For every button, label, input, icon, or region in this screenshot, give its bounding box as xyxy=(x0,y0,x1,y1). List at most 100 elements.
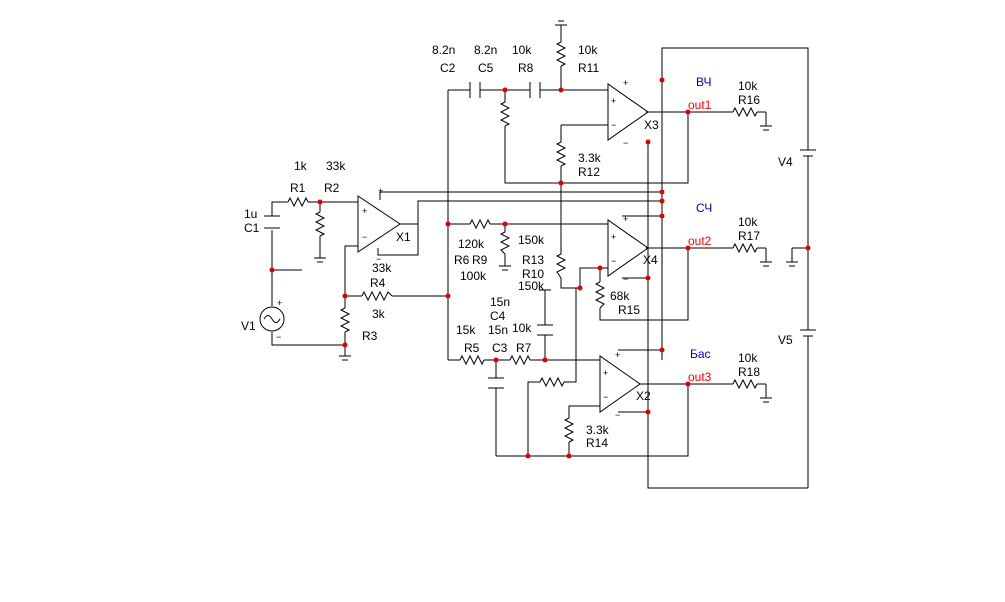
c1-value: 1u xyxy=(244,207,257,221)
capacitors xyxy=(264,82,553,389)
r18-body xyxy=(732,378,758,390)
r1-ref: R1 xyxy=(290,181,306,195)
v1-ref: V1 xyxy=(241,319,256,333)
r4-body xyxy=(361,290,393,302)
r12-value: 3.3k xyxy=(578,151,602,165)
r5-body xyxy=(459,354,485,366)
svg-text:−: − xyxy=(276,332,281,342)
r8-ref: R8 xyxy=(518,61,534,75)
c4-ref: C4 xyxy=(490,309,506,323)
r7-value: 10k xyxy=(512,321,532,335)
out3-label: out3 xyxy=(688,370,712,384)
c4-value: 15n xyxy=(490,295,510,309)
r17-body xyxy=(732,242,758,254)
output-labels: out1 out2 out3 xyxy=(688,98,712,384)
c5-ref: C5 xyxy=(478,61,494,75)
r11-ref: R11 xyxy=(578,61,599,75)
r1-value: 1k xyxy=(294,159,308,173)
r15-body xyxy=(594,281,606,309)
svg-text:+: + xyxy=(611,232,616,242)
r16-body xyxy=(732,106,758,118)
r5-ref: R5 xyxy=(464,341,480,355)
r18-ref: R18 xyxy=(738,365,760,379)
r10-value: 150k xyxy=(518,279,545,293)
r10-body xyxy=(539,376,565,388)
r15-value: 68k xyxy=(610,289,630,303)
r15-ref: R15 xyxy=(618,303,640,317)
r8-value: 10k xyxy=(512,43,532,57)
c2-value: 8.2n xyxy=(432,43,455,57)
r12-body xyxy=(555,141,567,167)
r11-value: 10k xyxy=(578,43,598,57)
r4-ref: R4 xyxy=(370,276,386,290)
r13-body xyxy=(555,253,567,279)
r13-ref: R13 xyxy=(522,253,544,267)
svg-text:−: − xyxy=(615,410,620,420)
r17-value: 10k xyxy=(738,215,758,229)
r5-value: 15k xyxy=(456,323,476,337)
svg-text:+: + xyxy=(362,206,367,216)
grounds xyxy=(314,20,798,403)
component-labels: 1u C1 1k R1 33k R2 V1 33k R4 3k R3 X1 8.… xyxy=(241,43,793,450)
r13-value: 150k xyxy=(518,233,545,247)
svg-text:+: + xyxy=(277,298,282,308)
svg-text:−: − xyxy=(611,256,616,266)
v5-ref: V5 xyxy=(778,333,793,347)
r9-body xyxy=(499,231,511,255)
r1-body xyxy=(287,196,309,208)
resistors xyxy=(287,41,758,443)
band-bass-label: Бас xyxy=(690,347,711,361)
r17-ref: R17 xyxy=(738,229,760,243)
r7-ref: R7 xyxy=(516,341,532,355)
r3-body xyxy=(339,307,351,333)
r9-value: 100k xyxy=(460,269,487,283)
svg-text:+: + xyxy=(611,96,616,106)
x2-ref: X2 xyxy=(636,389,651,403)
svg-text:+: + xyxy=(623,214,628,224)
wires xyxy=(271,25,809,489)
r7-body xyxy=(509,354,531,366)
band-high-label: ВЧ xyxy=(696,75,711,89)
r2-value: 33k xyxy=(326,159,346,173)
c3-value: 15n xyxy=(488,323,508,337)
r16-ref: R16 xyxy=(738,93,760,107)
opamp-x2 xyxy=(599,355,641,413)
opamp-x4 xyxy=(607,219,649,277)
v4-ref: V4 xyxy=(778,155,793,169)
x3-ref: X3 xyxy=(644,118,659,132)
r18-value: 10k xyxy=(738,351,758,365)
r6-ref: R6 xyxy=(454,253,470,267)
r9-ref: R9 xyxy=(472,253,488,267)
r14-value: 3.3k xyxy=(586,423,610,437)
junction-dots xyxy=(269,77,811,459)
svg-text:+: + xyxy=(623,78,628,88)
x4-ref: X4 xyxy=(643,253,658,267)
r11-body xyxy=(555,41,567,67)
opamp-x1 xyxy=(357,195,401,253)
out1-label: out1 xyxy=(688,98,712,112)
r6-body xyxy=(469,218,491,230)
r3-value: 3k xyxy=(372,307,386,321)
sources xyxy=(259,149,816,344)
svg-text:+: + xyxy=(615,350,620,360)
r3-ref: R3 xyxy=(362,329,378,343)
svg-text:−: − xyxy=(623,274,628,284)
c2-ref: C2 xyxy=(440,61,456,75)
r14-ref: R14 xyxy=(586,436,608,450)
r8-helper-body xyxy=(499,101,511,127)
c5-value: 8.2n xyxy=(474,43,497,57)
svg-text:+: + xyxy=(378,186,383,196)
v1-source-icon xyxy=(259,306,285,332)
band-mid-label: СЧ xyxy=(696,201,712,215)
opamp-x3 xyxy=(607,83,649,141)
x1-ref: X1 xyxy=(396,230,411,244)
r6-value: 120k xyxy=(458,237,485,251)
svg-text:−: − xyxy=(623,138,628,148)
svg-text:−: − xyxy=(376,254,381,264)
r4-value: 33k xyxy=(372,261,392,275)
svg-text:−: − xyxy=(603,392,608,402)
r16-value: 10k xyxy=(738,79,758,93)
c3-ref: C3 xyxy=(492,341,508,355)
r14-body xyxy=(563,417,575,443)
r10-ref: R10 xyxy=(522,267,544,281)
